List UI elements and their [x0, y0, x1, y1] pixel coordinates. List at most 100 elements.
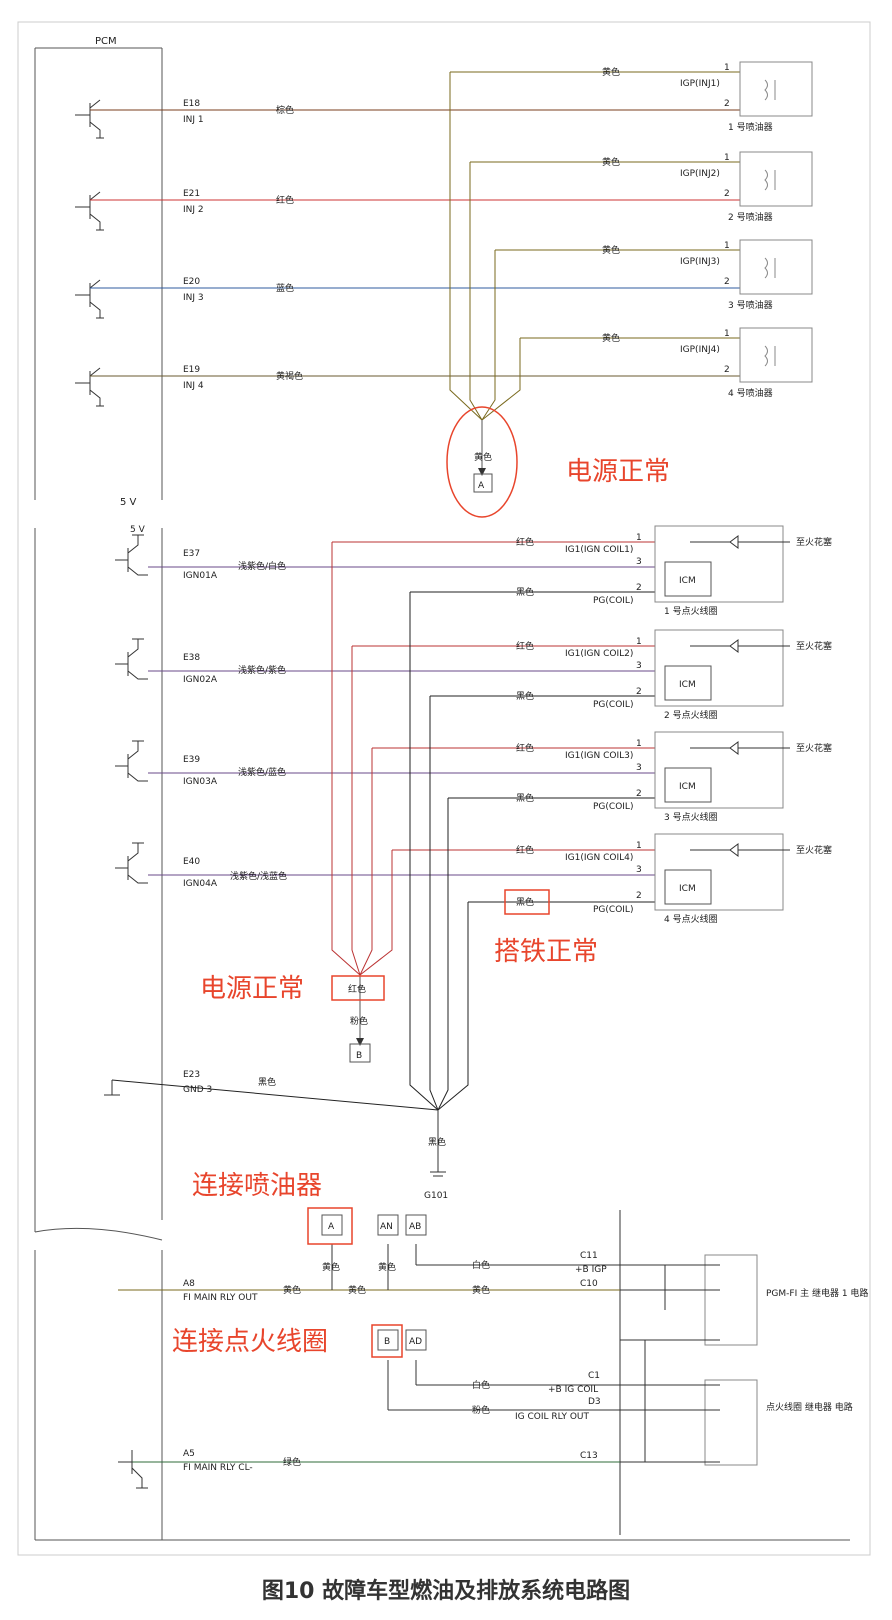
- annotation-power-ok-1: 电源正常: [566, 457, 670, 487]
- inj1-pin: E18: [183, 99, 200, 109]
- inj2-name: 2 号喷油器: [728, 211, 773, 223]
- inj3-name: 3 号喷油器: [728, 299, 773, 311]
- conn-ad: AD: [409, 1337, 422, 1347]
- coil4-name: 4 号点火线圈: [664, 913, 718, 925]
- g101-black: 黑色: [428, 1136, 446, 1148]
- coil1-sig: IGN01A: [183, 571, 218, 581]
- coil3-pg: PG(COIL): [593, 802, 633, 812]
- inj3-p1: 1: [724, 241, 730, 251]
- inj4-wire: 黄褐色: [276, 370, 303, 382]
- inj2-wire: 红色: [276, 194, 294, 206]
- annotation-power-ok-2: 电源正常: [200, 974, 304, 1004]
- ground-ok-box: [504, 889, 550, 915]
- connect-injector-box: [307, 1207, 353, 1245]
- coil2-wire: 浅紫色/紫色: [238, 664, 286, 676]
- inj4-igp: IGP(INJ4): [680, 345, 720, 355]
- inj3-yellow: 黄色: [602, 244, 620, 256]
- inj3-p2: 2: [724, 277, 730, 287]
- coil4-red: 红色: [516, 844, 534, 856]
- inj3-pin: E20: [183, 277, 200, 287]
- connect-coil-box: [371, 1324, 403, 1358]
- c1-sig: +B IG COIL: [548, 1385, 598, 1395]
- coil3-pin: E39: [183, 755, 200, 765]
- inj4-p2: 2: [724, 365, 730, 375]
- coil2-black: 黑色: [516, 690, 534, 702]
- coil4-pin: E40: [183, 857, 200, 867]
- coil1-p1: 1: [636, 533, 642, 543]
- inj1-igp: IGP(INJ1): [680, 79, 720, 89]
- coil4-p1: 1: [636, 841, 642, 851]
- conn-an: AN: [380, 1222, 393, 1232]
- coil1-p3: 3: [636, 557, 642, 567]
- coil2-sig: IGN02A: [183, 675, 218, 685]
- coil2-p3: 3: [636, 661, 642, 671]
- coil2-name: 2 号点火线圈: [664, 709, 718, 721]
- coil4-sig: IGN04A: [183, 879, 218, 889]
- coil4-black: 黑色: [516, 896, 534, 908]
- conn-a-bottom: A: [328, 1222, 335, 1232]
- c13-pin: C13: [580, 1451, 598, 1461]
- coil3-p1: 1: [636, 739, 642, 749]
- coil1-pin: E37: [183, 549, 200, 559]
- inj1-wire: 棕色: [276, 104, 294, 116]
- annotation-connect-injector: 连接喷油器: [192, 1171, 322, 1201]
- coil4-p2: 2: [636, 891, 642, 901]
- inj3-wire: 蓝色: [276, 282, 294, 294]
- coil3-black: 黑色: [516, 792, 534, 804]
- c11-sig: +B IGP: [575, 1265, 607, 1275]
- pink-label: 粉色: [350, 1015, 368, 1027]
- coil4-ig: IG1(IGN COIL4): [565, 853, 633, 863]
- c1-pin: C1: [588, 1371, 600, 1381]
- conn-ab: AB: [409, 1222, 421, 1232]
- relay-section: [118, 1210, 758, 1535]
- gnd-black: 黑色: [258, 1076, 276, 1088]
- coil2-pg: PG(COIL): [593, 700, 633, 710]
- coil3-p3: 3: [636, 763, 642, 773]
- pcm-label: PCM: [95, 36, 117, 47]
- conn-a-top: A: [478, 481, 485, 491]
- coil1-red: 红色: [516, 536, 534, 548]
- inj4-sig: INJ 4: [183, 381, 204, 391]
- a5-pin: A5: [183, 1449, 195, 1459]
- coil3-ig: IG1(IGN COIL3): [565, 751, 633, 761]
- c11-white: 白色: [472, 1259, 490, 1271]
- five-v-label: 5 V: [120, 497, 137, 508]
- coil3-wire: 浅紫色/蓝色: [238, 766, 286, 778]
- annotation-ground-ok: 搭铁正常: [494, 937, 598, 967]
- coil2-ig: IG1(IGN COIL2): [565, 649, 633, 659]
- gnd-pin: E23: [183, 1070, 200, 1080]
- gnd-sig: GND 3: [183, 1085, 212, 1095]
- annotation-connect-coil: 连接点火线圈: [172, 1327, 328, 1357]
- coil1-pg: PG(COIL): [593, 596, 633, 606]
- an-yellow: 黄色: [322, 1261, 340, 1273]
- coil2-icm: ICM: [679, 680, 696, 690]
- figure-caption: 图10 故障车型燃油及排放系统电路图: [262, 1578, 630, 1604]
- inj4-pin: E19: [183, 365, 200, 375]
- inj1-p1: 1: [724, 63, 730, 73]
- coil1-ig: IG1(IGN COIL1): [565, 545, 633, 555]
- inj1-yellow: 黄色: [602, 66, 620, 78]
- coil2-p2: 2: [636, 687, 642, 697]
- coil2-to-spark: 至火花塞: [796, 640, 832, 652]
- c10-yellow: 黄色: [472, 1284, 490, 1296]
- inj2-p1: 1: [724, 153, 730, 163]
- a8-sig: FI MAIN RLY OUT: [183, 1293, 258, 1303]
- inj4-p1: 1: [724, 329, 730, 339]
- inj3-igp: IGP(INJ3): [680, 257, 720, 267]
- coil4-pg: PG(COIL): [593, 905, 633, 915]
- power-ok-circle: [446, 406, 518, 518]
- coil3-p2: 2: [636, 789, 642, 799]
- d3-sig: IG COIL RLY OUT: [515, 1412, 589, 1422]
- a8-yellow: 黄色: [283, 1284, 301, 1296]
- inj2-igp: IGP(INJ2): [680, 169, 720, 179]
- igrly-label: 点火线圈 继电器 电路: [766, 1401, 853, 1413]
- coil3-to-spark: 至火花塞: [796, 742, 832, 754]
- inj2-yellow: 黄色: [602, 156, 620, 168]
- pcm-box: [17, 21, 871, 1556]
- ab-yellow: 黄色: [378, 1261, 396, 1273]
- a8-pin: A8: [183, 1279, 195, 1289]
- coil-five-v: 5 V: [130, 525, 146, 535]
- d3-pink: 粉色: [472, 1404, 490, 1416]
- inj3-sig: INJ 3: [183, 293, 204, 303]
- coil3-icm: ICM: [679, 782, 696, 792]
